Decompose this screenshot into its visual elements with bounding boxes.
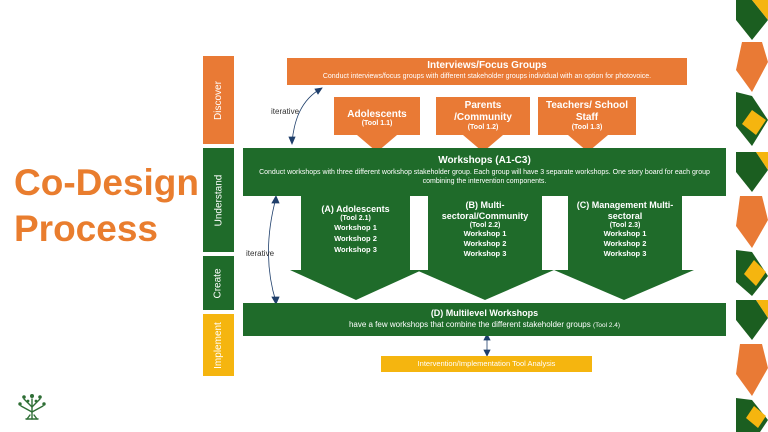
arrow-group-a	[290, 196, 422, 300]
group-c: (C) Management Multi-sectoral (Tool 2.3)…	[570, 200, 680, 259]
group-workshop-2: Workshop 2	[603, 239, 647, 248]
group-workshop-2: Workshop 2	[463, 239, 507, 248]
multilevel-box: (D) Multilevel Workshops have a few work…	[243, 303, 726, 336]
group-workshop-3: Workshop 3	[334, 245, 377, 254]
stakeholder-label: Teachers/ School Staff	[545, 100, 629, 123]
decorative-border-pattern	[736, 0, 768, 432]
pattern-tile-1	[736, 0, 768, 146]
title-line-1: Co-Design	[14, 162, 199, 203]
multilevel-heading: (D) Multilevel Workshops	[430, 308, 539, 318]
group-label: (B) Multi-sectoral/Community	[441, 200, 529, 221]
group-b: (B) Multi-sectoral/Community (Tool 2.2) …	[432, 200, 538, 259]
multilevel-tool: (Tool 2.4)	[592, 322, 621, 329]
group-tool: (Tool 2.2)	[469, 222, 501, 229]
pattern-tile-3	[736, 300, 768, 432]
group-tool: (Tool 2.3)	[609, 222, 641, 229]
stakeholder-teachers: Teachers/ School Staff (Tool 1.3)	[538, 97, 636, 135]
pattern-tile-2	[736, 152, 768, 296]
stakeholder-tool: (Tool 1.3)	[571, 124, 603, 131]
phase-implement: Implement	[203, 314, 234, 376]
stakeholder-parents: Parents /Community (Tool 1.2)	[436, 97, 530, 135]
interviews-heading: Interviews/Focus Groups	[427, 60, 547, 71]
stakeholder-adolescents: Adolescents (Tool 1.1)	[334, 97, 420, 135]
stakeholder-label: Parents /Community	[454, 100, 512, 123]
phase-understand: Understand	[203, 148, 234, 252]
interviews-box: Interviews/Focus Groups Conduct intervie…	[287, 58, 687, 85]
group-workshop-1: Workshop 1	[603, 229, 647, 238]
workshops-heading: Workshops (A1-C3)	[438, 155, 531, 166]
group-a: (A) Adolescents (Tool 2.1) Workshop 1 Wo…	[301, 204, 410, 255]
arrow-group-c	[554, 196, 694, 300]
group-label: (A) Adolescents	[321, 204, 390, 214]
iterative-arrow-2	[268, 197, 277, 303]
stakeholder-tool: (Tool 1.1)	[361, 120, 393, 127]
analysis-box: Intervention/Implementation Tool Analysi…	[381, 356, 592, 372]
stakeholder-tool: (Tool 1.2)	[467, 124, 499, 131]
group-workshop-3: Workshop 3	[463, 249, 507, 258]
group-workshop-1: Workshop 1	[463, 229, 507, 238]
group-workshop-1: Workshop 1	[334, 223, 377, 232]
arrow-group-b	[416, 196, 554, 300]
interviews-desc: Conduct interviews/focus groups with dif…	[322, 73, 652, 80]
workshops-desc: Conduct workshops with three different w…	[259, 169, 710, 185]
stakeholder-label: Adolescents	[347, 109, 407, 120]
analysis-label: Intervention/Implementation Tool Analysi…	[417, 359, 556, 368]
phase-create: Create	[203, 256, 234, 310]
group-workshop-2: Workshop 2	[334, 234, 377, 243]
group-label: (C) Management Multi-sectoral	[576, 200, 674, 221]
phase-discover: Discover	[203, 56, 234, 144]
group-workshop-3: Workshop 3	[603, 249, 647, 258]
group-tool: (Tool 2.1)	[340, 215, 371, 222]
iterative-label-1: iterative	[271, 107, 300, 116]
page-title: Co-Design Process	[14, 160, 199, 252]
title-line-2: Process	[14, 208, 158, 249]
tree-logo-icon	[18, 394, 46, 420]
multilevel-desc: have a few workshops that combine the di…	[348, 320, 591, 329]
iterative-label-2: iterative	[246, 249, 275, 258]
workshops-box: Workshops (A1-C3) Conduct workshops with…	[243, 148, 726, 196]
